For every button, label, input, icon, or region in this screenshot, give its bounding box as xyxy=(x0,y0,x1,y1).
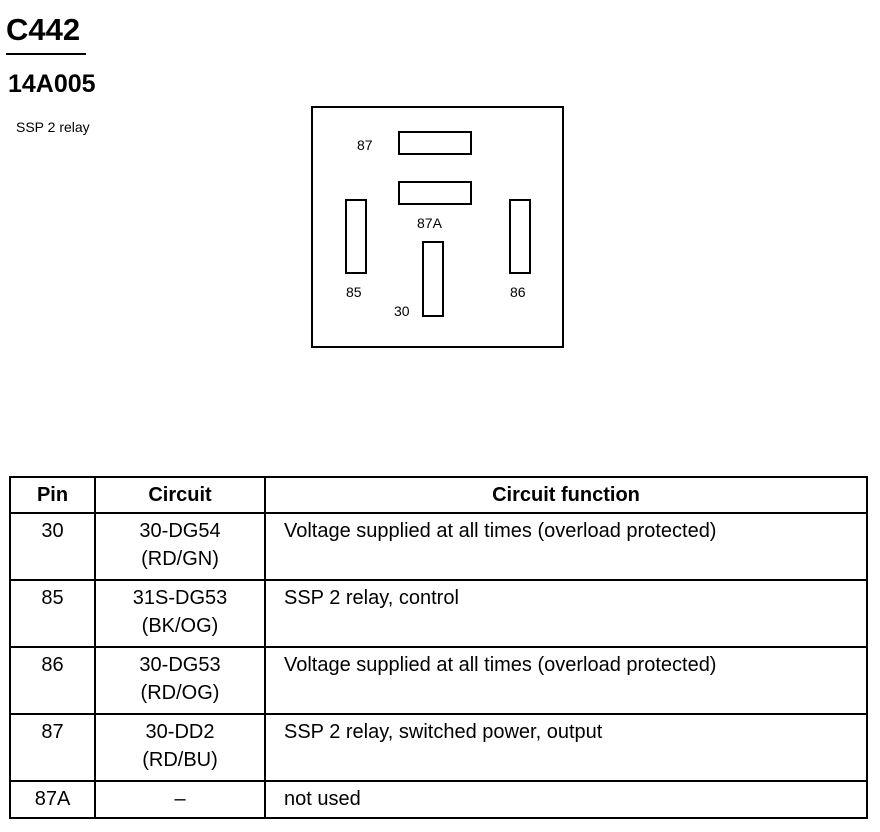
table-row: 86 30-DG53 (RD/OG) Voltage supplied at a… xyxy=(9,646,868,715)
terminal-30 xyxy=(422,241,444,317)
pin-cell: 87 xyxy=(9,713,96,782)
function-cell: Voltage supplied at all times (overload … xyxy=(264,646,868,715)
pin-table: Pin Circuit Circuit function 30 30-DG54 … xyxy=(9,476,868,819)
pin-cell: 86 xyxy=(9,646,96,715)
circuit-code: 31S-DG53 xyxy=(132,587,228,609)
table-row: 85 31S-DG53 (BK/OG) SSP 2 relay, control xyxy=(9,579,868,648)
circuit-code: – xyxy=(174,788,186,810)
terminal-85 xyxy=(345,199,367,274)
pin-label-87a: 87A xyxy=(417,215,442,231)
table-header-row: Pin Circuit Circuit function xyxy=(9,476,868,514)
function-cell: SSP 2 relay, switched power, output xyxy=(264,713,868,782)
terminal-87 xyxy=(398,131,472,155)
circuit-cell: 30-DG54 (RD/GN) xyxy=(94,512,266,581)
table-row: 30 30-DG54 (RD/GN) Voltage supplied at a… xyxy=(9,512,868,581)
part-number: 14A005 xyxy=(8,70,96,98)
column-header-pin: Pin xyxy=(9,476,96,514)
function-cell: not used xyxy=(264,780,868,819)
pin-label-87: 87 xyxy=(357,137,373,153)
function-cell: Voltage supplied at all times (overload … xyxy=(264,512,868,581)
circuit-cell: 31S-DG53 (BK/OG) xyxy=(94,579,266,648)
wire-color: (RD/OG) xyxy=(140,682,220,704)
connector-id: C442 xyxy=(6,12,81,47)
wire-color: (RD/BU) xyxy=(142,749,218,771)
pin-label-85: 85 xyxy=(346,284,362,300)
circuit-code: 30-DD2 xyxy=(145,721,215,743)
terminal-86 xyxy=(509,199,531,274)
column-header-function: Circuit function xyxy=(264,476,868,514)
circuit-cell: – xyxy=(94,780,266,819)
component-name: SSP 2 relay xyxy=(16,119,90,135)
table-row: 87 30-DD2 (RD/BU) SSP 2 relay, switched … xyxy=(9,713,868,782)
connector-face-diagram: 87 87A 85 86 30 xyxy=(311,106,564,348)
pin-cell: 87A xyxy=(9,780,96,819)
circuit-cell: 30-DD2 (RD/BU) xyxy=(94,713,266,782)
circuit-code: 30-DG53 xyxy=(139,654,221,676)
column-header-circuit: Circuit xyxy=(94,476,266,514)
table-row: 87A – not used xyxy=(9,780,868,819)
pin-cell: 30 xyxy=(9,512,96,581)
function-cell: SSP 2 relay, control xyxy=(264,579,868,648)
circuit-code: 30-DG54 xyxy=(139,520,221,542)
wire-color: (RD/GN) xyxy=(141,548,219,570)
wire-color: (BK/OG) xyxy=(141,615,219,637)
pin-cell: 85 xyxy=(9,579,96,648)
terminal-87a xyxy=(398,181,472,205)
circuit-cell: 30-DG53 (RD/OG) xyxy=(94,646,266,715)
pin-label-30: 30 xyxy=(394,303,410,319)
pin-label-86: 86 xyxy=(510,284,526,300)
title-underline xyxy=(6,53,86,55)
